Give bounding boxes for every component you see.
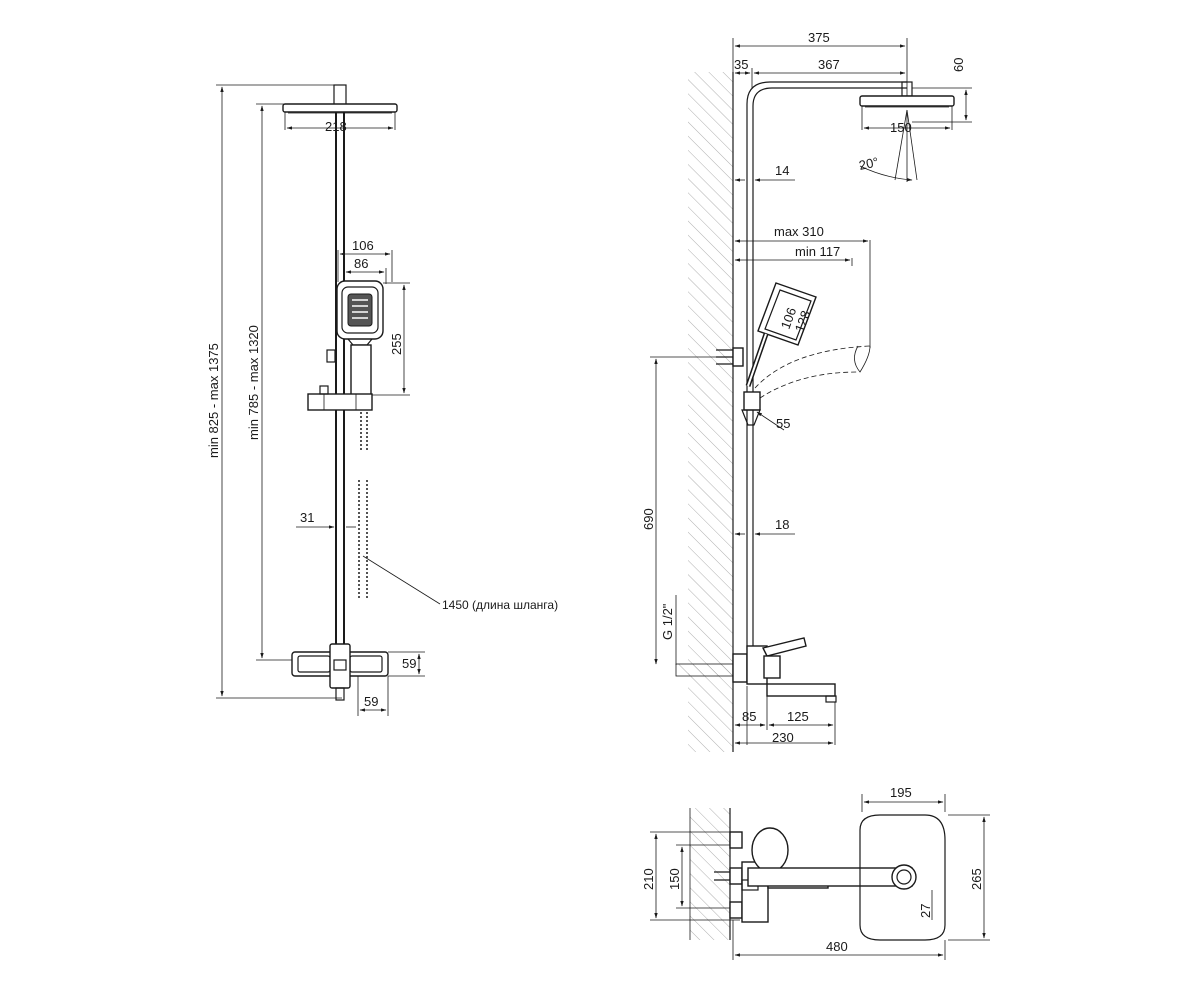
dim-total-height: min 825 - max 1375 [206,343,221,458]
dim-hand-outer-side: 128 [792,309,814,335]
dim-mount-height: 690 [641,508,656,530]
dim-head-width-top: 195 [890,785,912,800]
dim-hand-max: max 310 [774,224,824,239]
dim-outer: 210 [641,868,656,890]
dim-pipe-line: 31 [296,510,356,529]
dim-mount-height-line: 690 [641,358,658,665]
dim-pipe-upper: 14 [775,163,789,178]
head-top: 195 265 27 [859,785,990,941]
dim-pipe-lower-line: 18 [734,517,795,536]
overhead-head-side: 150 20° [858,95,955,182]
shower-pipe [335,112,345,650]
shower-hose: 1450 (длина шланга) [358,412,558,612]
top-view: 210 150 195 [641,785,990,960]
dim-spout: 125 [787,709,809,724]
dim-hand-inner-side: 106 [778,306,800,332]
slide-holder [307,385,373,411]
dim-angle: 20° [858,154,880,173]
dim-total-top: 480 [826,939,848,954]
overhead-shower-head: 218 [282,84,398,134]
hand-shower-front: 106 86 255 [326,238,410,396]
dim-total-height-line: min 825 - max 1375 [206,84,342,699]
dim-offset: 85 [742,709,756,724]
dim-top-lines: 375 35 367 60 [732,30,972,123]
dim-pipe: 31 [300,510,314,525]
wall-bracket-mid [650,347,744,367]
dim-hand-outer: 106 [352,238,374,253]
arm-top [747,864,917,890]
dim-head: 150 [890,120,912,135]
dim-pipe-upper-line: 14 [734,163,795,182]
hand-shower-range: max 310 min 117 [734,224,871,399]
hose-note: 1450 (длина шланга) [442,598,558,612]
dim-bar-height-line: min 785 - max 1320 [246,103,300,661]
dim-mixer-height: 59 [402,656,416,671]
dim-total-depth: 230 [772,730,794,745]
dim-total-reach: 375 [808,30,830,45]
wall-section-top [690,808,730,940]
dim-thread: G 1/2" [660,603,675,640]
dim-holder: 55 [776,416,790,431]
dim-mixer-width: 59 [364,694,378,709]
front-view: 218 min 825 - max 1375 min 785 - max 132… [206,84,558,716]
wall-section [688,72,733,752]
dim-pipe-lower: 18 [775,517,789,532]
dim-bar-height: min 785 - max 1320 [246,325,261,440]
shower-arm-side [746,81,913,650]
hand-shower-side: 106 128 [745,282,817,387]
holder-side: 55 [741,391,790,431]
dim-hand-inner: 86 [354,256,368,271]
dim-inner: 150 [667,868,682,890]
dim-hand-min: min 117 [795,244,840,259]
dim-hand-height: 255 [389,333,404,355]
mixer-side: 85 125 230 [675,637,837,745]
dim-wall-gap: 35 [734,57,748,72]
dim-head-height-top: 265 [969,868,984,890]
dim-head-drop: 60 [951,58,966,72]
side-view: 375 35 367 60 150 [641,30,972,752]
dim-total-top-line: 480 [732,920,946,960]
mixer-front: 59 59 [291,643,425,716]
dim-arm: 367 [818,57,840,72]
thread-label: G 1/2" [660,595,677,665]
dim-small: 27 [918,904,933,918]
